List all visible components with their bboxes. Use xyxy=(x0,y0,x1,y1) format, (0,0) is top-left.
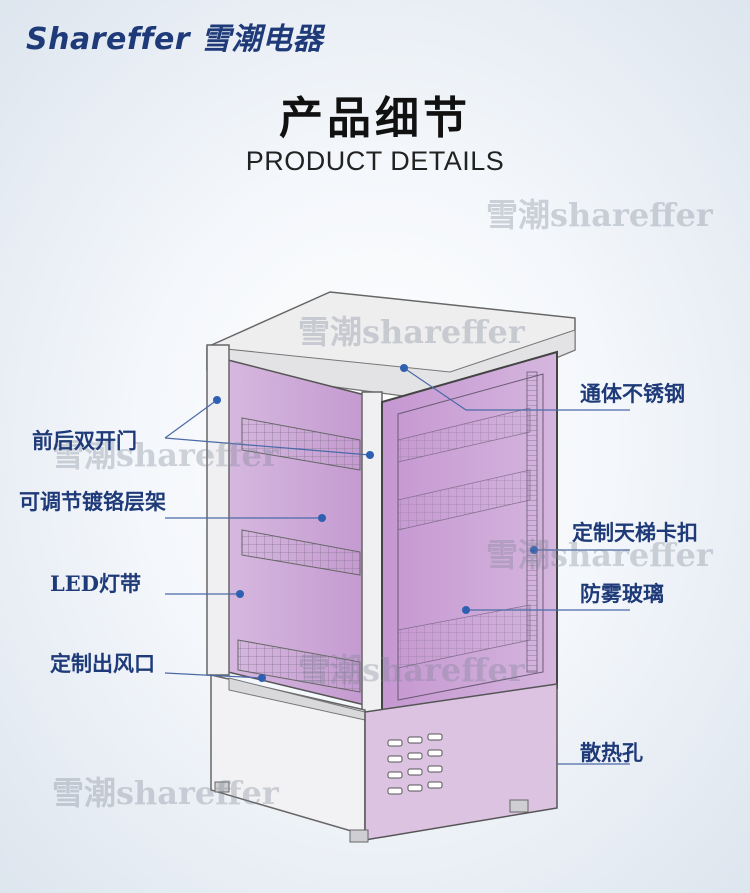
label-antifog-glass: 防雾玻璃 xyxy=(580,581,664,606)
watermark: 雪潮shareffer xyxy=(486,196,713,234)
shelf-top xyxy=(241,417,361,471)
label-double-doors: 前后双开门 xyxy=(32,428,137,453)
shelf-bottom xyxy=(237,639,361,693)
shelf-middle xyxy=(241,529,361,576)
watermark: 雪潮shareffer xyxy=(486,536,713,574)
label-vent-holes: 散热孔 xyxy=(580,740,643,765)
left-front-post xyxy=(206,344,230,676)
callout-markers xyxy=(213,364,538,682)
label-led-strip: LED灯带 xyxy=(50,571,141,596)
watermark: 雪潮shareffer xyxy=(298,651,525,689)
section-title-en: PRODUCT DETAILS xyxy=(245,146,505,176)
label-adjustable-shelves: 可调节镀铬层架 xyxy=(19,489,166,514)
label-air-outlet: 定制出风口 xyxy=(50,651,155,676)
label-ladder-clip: 定制天梯卡扣 xyxy=(572,520,698,545)
callout-lines xyxy=(164,367,630,765)
section-title-cn: 产品细节 xyxy=(279,93,471,144)
vent-holes xyxy=(387,733,443,795)
base-cabinet-front xyxy=(364,683,558,841)
watermark: 雪潮shareffer xyxy=(52,774,279,812)
ladder-strip xyxy=(526,371,538,673)
watermark: 雪潮shareffer xyxy=(52,436,279,474)
watermark: 雪潮shareffer xyxy=(298,313,525,351)
label-stainless-body: 通体不锈钢 xyxy=(580,381,685,406)
brand-logo: Shareffer 雪潮电器 xyxy=(26,22,324,57)
